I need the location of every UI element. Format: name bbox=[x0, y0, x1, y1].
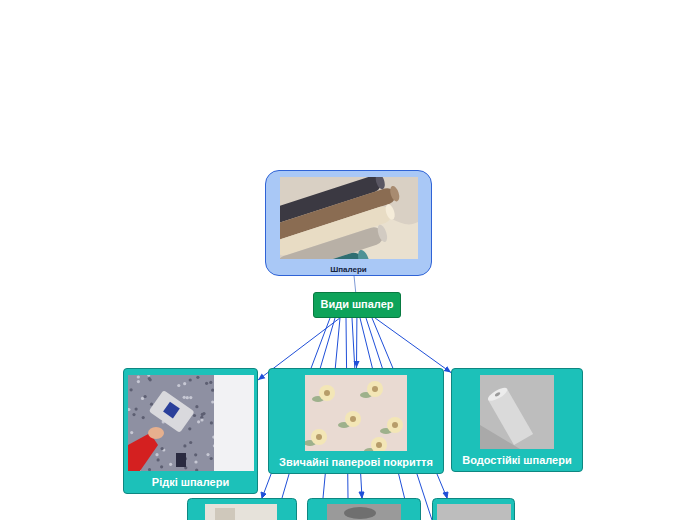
lower-box bbox=[433, 499, 515, 520]
connector bbox=[375, 318, 451, 373]
arrow-head bbox=[359, 492, 364, 498]
lower-box bbox=[308, 499, 421, 520]
arrow-head bbox=[261, 492, 266, 498]
type-box: Звичайні паперові покриття bbox=[268, 368, 444, 474]
picture-art bbox=[480, 375, 554, 449]
connector bbox=[354, 276, 356, 292]
picture-art bbox=[128, 375, 254, 471]
node-label: Звичайні паперові покриття bbox=[275, 456, 437, 473]
picture bbox=[280, 177, 418, 259]
node-label: Види шпалер bbox=[320, 298, 393, 311]
lower-box-picture bbox=[215, 508, 235, 520]
picture bbox=[305, 375, 407, 451]
node-label: Шпалери bbox=[330, 265, 367, 275]
arrow-head bbox=[443, 492, 448, 498]
node-label: Рідкі шпалери bbox=[148, 476, 233, 493]
branch-heads bbox=[261, 492, 448, 498]
lower-box-picture bbox=[344, 507, 376, 519]
type-box: Водостійкі шпалери bbox=[451, 368, 583, 472]
lower-box bbox=[188, 499, 297, 520]
lower-box-picture bbox=[205, 504, 277, 520]
connector bbox=[356, 318, 357, 368]
lower-box-picture bbox=[437, 504, 511, 520]
lower-boxes bbox=[188, 499, 515, 520]
picture bbox=[480, 375, 554, 449]
branch-lines bbox=[262, 318, 447, 520]
picture-art bbox=[280, 177, 418, 259]
type-box: Рідкі шпалери bbox=[123, 368, 258, 494]
picture bbox=[128, 375, 254, 471]
category-box: Види шпалер bbox=[313, 292, 401, 318]
node-label: Водостійкі шпалери bbox=[458, 454, 575, 471]
lower-box-picture bbox=[327, 504, 401, 520]
root-topic: Шпалери bbox=[265, 170, 432, 276]
picture-art bbox=[305, 375, 407, 451]
